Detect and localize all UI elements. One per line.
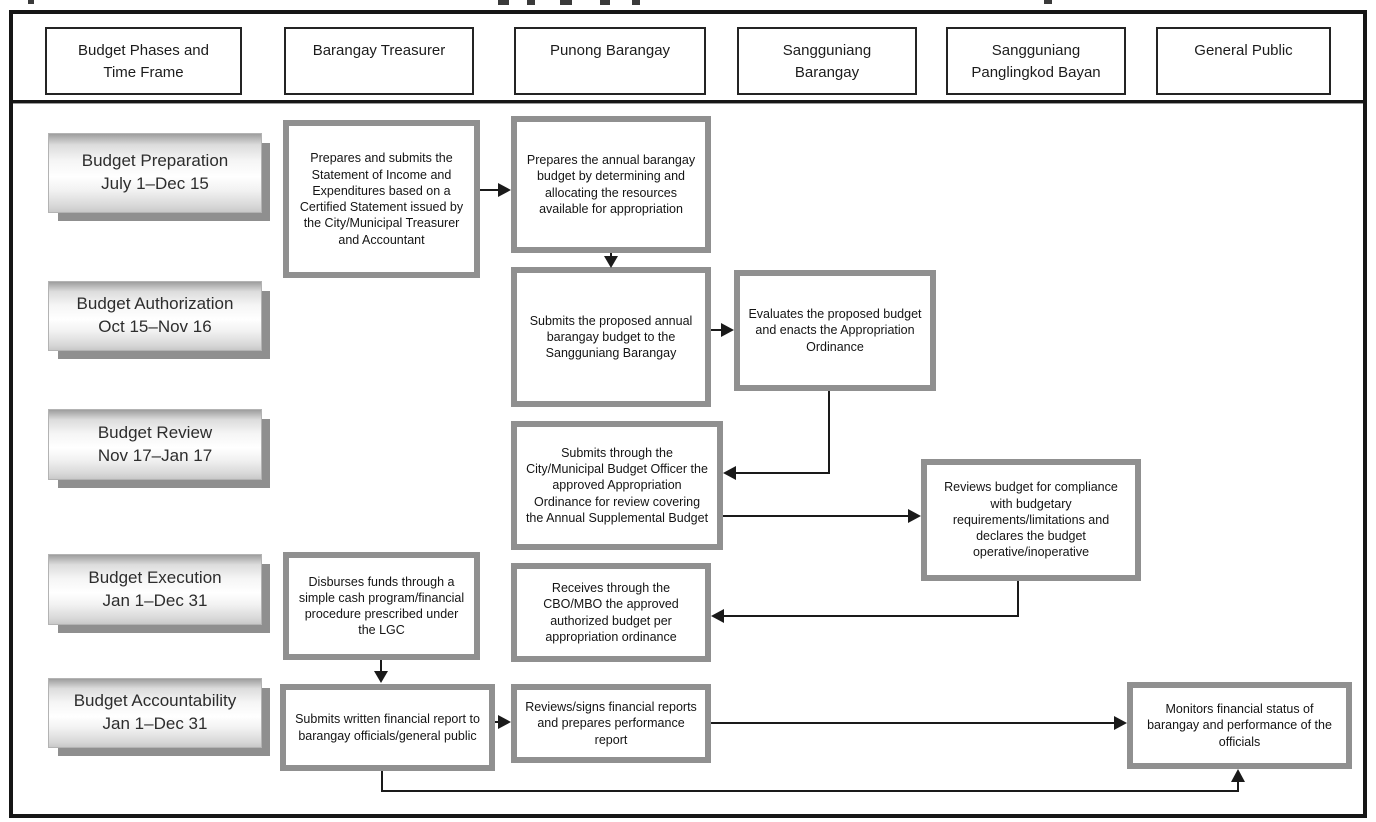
connector-line: [711, 722, 1115, 724]
column-header-sangguniang-barangay: Sangguniang Barangay: [737, 27, 917, 95]
connector-arrowhead-up: [1231, 769, 1245, 782]
cropped-caption-fragment: [632, 0, 640, 5]
connector-line: [724, 615, 1019, 617]
step-text: Prepares and submits the Statement of In…: [299, 151, 464, 247]
connector-line: [828, 391, 830, 474]
connector-arrowhead-down: [374, 671, 388, 683]
connector-line: [1237, 780, 1239, 791]
connector-line: [495, 721, 500, 723]
step-text: Submits written financial report to bara…: [295, 712, 480, 743]
step-text: Submits the proposed annual barangay bud…: [529, 313, 693, 361]
phase-box-budget-accountability: Budget Accountability Jan 1–Dec 31: [48, 678, 262, 748]
phase-name: Budget Preparation: [81, 151, 229, 171]
phase-timeframe: Jan 1–Dec 31: [102, 590, 208, 610]
step-text: Disburses funds through a simple cash pr…: [298, 574, 465, 638]
phase-box-budget-authorization: Budget Authorization Oct 15–Nov 16: [48, 281, 262, 351]
column-header-general-public: General Public: [1156, 27, 1331, 95]
connector-arrowhead-left: [723, 466, 736, 480]
phase-box-budget-execution: Budget Execution Jan 1–Dec 31: [48, 554, 262, 625]
process-box-treasurer-statement: Prepares and submits the Statement of In…: [283, 120, 480, 278]
phase-timeframe: July 1–Dec 15: [101, 174, 209, 193]
connector-arrowhead-right: [1114, 716, 1127, 730]
connector-arrowhead-left: [711, 609, 724, 623]
process-box-public-monitors: Monitors financial status of barangay an…: [1127, 682, 1352, 769]
connector-line: [1017, 581, 1019, 617]
header-separator-line: [13, 100, 1363, 104]
connector-line: [723, 515, 909, 517]
column-header-budget-phases: Budget Phases and Time Frame: [45, 27, 242, 95]
step-text: Submits through the City/Municipal Budge…: [525, 445, 709, 525]
phase-name: Budget Execution: [88, 567, 222, 587]
process-box-punong-prepares-budget: Prepares the annual barangay budget by d…: [511, 116, 711, 253]
phase-box-budget-review: Budget Review Nov 17–Jan 17: [48, 409, 262, 480]
step-text: Evaluates the proposed budget and enacts…: [748, 307, 922, 354]
step-text: Reviews/signs financial reports and prep…: [525, 700, 697, 747]
cropped-caption-fragment: [560, 0, 572, 5]
cropped-caption-fragment: [28, 0, 34, 4]
connector-arrowhead-right: [721, 323, 734, 337]
connector-line: [381, 790, 1239, 792]
phase-timeframe: Jan 1–Dec 31: [102, 714, 208, 733]
process-box-punong-submits-ordinance: Submits through the City/Municipal Budge…: [511, 421, 723, 550]
cropped-caption-fragment: [498, 0, 509, 5]
process-box-treasurer-disburses-funds: Disburses funds through a simple cash pr…: [283, 552, 480, 660]
process-box-punong-reviews-reports: Reviews/signs financial reports and prep…: [511, 684, 711, 763]
column-header-sangguniang-panglingkod-bayan: Sangguniang Panglingkod Bayan: [946, 27, 1126, 95]
connector-line: [381, 771, 383, 792]
cropped-caption-fragment: [1044, 0, 1052, 4]
connector-arrowhead-right: [498, 183, 511, 197]
connector-line: [480, 189, 500, 191]
column-header-punong-barangay: Punong Barangay: [514, 27, 706, 95]
connector-arrowhead-down: [604, 256, 618, 268]
cropped-caption-fragment: [600, 0, 610, 5]
phase-box-budget-preparation: Budget Preparation July 1–Dec 15: [48, 133, 262, 213]
process-box-spb-reviews-budget: Reviews budget for compliance with budge…: [921, 459, 1141, 581]
process-box-treasurer-financial-report: Submits written financial report to bara…: [280, 684, 495, 771]
cropped-caption-fragment: [527, 0, 535, 5]
process-box-punong-submits-budget: Submits the proposed annual barangay bud…: [511, 267, 711, 407]
step-text: Receives through the CBO/MBO the approve…: [543, 581, 679, 644]
step-text: Monitors financial status of barangay an…: [1147, 702, 1332, 749]
connector-line: [736, 472, 830, 474]
step-text: Prepares the annual barangay budget by d…: [526, 153, 696, 216]
phase-name: Budget Accountability: [73, 691, 237, 711]
phase-name: Budget Review: [97, 422, 213, 442]
phase-timeframe: Oct 15–Nov 16: [98, 317, 212, 336]
connector-line: [711, 329, 722, 331]
column-header-barangay-treasurer: Barangay Treasurer: [284, 27, 474, 95]
connector-arrowhead-right: [498, 715, 511, 729]
step-text: Reviews budget for compliance with budge…: [944, 480, 1118, 560]
phase-name: Budget Authorization: [76, 294, 234, 314]
process-box-punong-receives-budget: Receives through the CBO/MBO the approve…: [511, 563, 711, 662]
phase-timeframe: Nov 17–Jan 17: [97, 445, 213, 465]
process-box-sb-evaluates-budget: Evaluates the proposed budget and enacts…: [734, 270, 936, 391]
connector-line: [380, 660, 382, 673]
connector-arrowhead-right: [908, 509, 921, 523]
